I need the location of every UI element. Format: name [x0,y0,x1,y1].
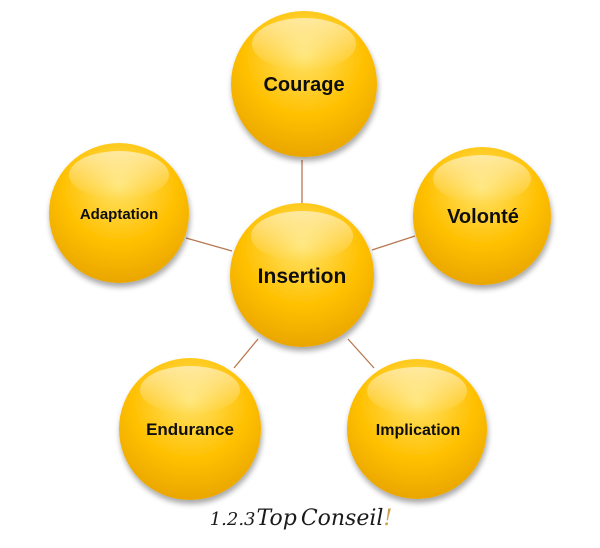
node-volonte: Volonté [413,147,551,285]
brand-logo-prefix: 1.2.3 [210,509,256,530]
connector-volonte [371,235,416,251]
node-endurance-gloss [140,366,240,414]
node-endurance-label: Endurance [146,420,234,439]
node-volonte-gloss [433,155,531,203]
node-courage-gloss [252,18,356,70]
node-adaptation-label: Adaptation [80,206,158,223]
brand-logo-exclaim: ! [383,506,392,531]
connector-endurance [233,338,259,369]
node-volonte-label: Volonté [447,206,519,228]
node-implication: Implication [347,359,487,499]
connector-adaptation [185,237,233,252]
brand-logo-conseil: Conseil [301,506,384,531]
node-insertion-label: Insertion [258,265,347,288]
node-implication-label: Implication [376,422,460,439]
node-insertion-gloss [251,211,353,261]
node-courage: Courage [231,11,377,157]
connectors [185,160,416,369]
node-adaptation-gloss [69,151,169,199]
brand-logo-top: Top [257,506,297,531]
node-insertion: Insertion [230,203,374,347]
node-courage-label: Courage [263,74,344,96]
node-implication-gloss [367,367,467,415]
node-endurance: Endurance [119,358,261,500]
connector-implication [347,338,375,369]
node-adaptation: Adaptation [49,143,189,283]
